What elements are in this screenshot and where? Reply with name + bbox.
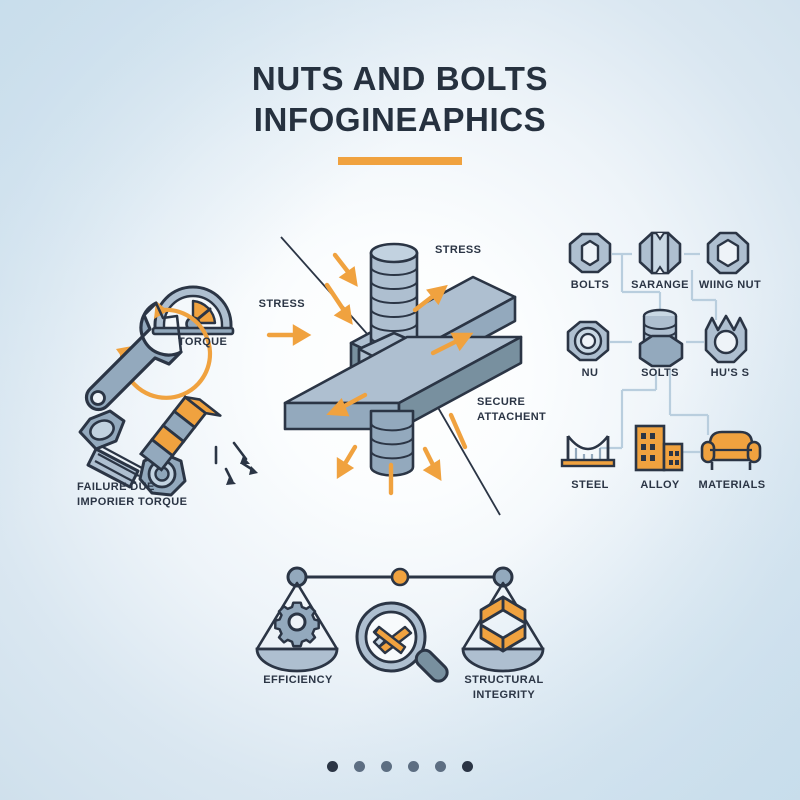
stress-label-right: STRESS — [435, 244, 482, 256]
left-panel: TORQUE FAILURE DUE IMPORIER TORQUE — [60, 225, 290, 525]
bridge-icon — [560, 435, 616, 468]
right-grid-label-nu: NU — [581, 367, 599, 379]
bottom-panel: EFFICIENCY STRUCTURAL INTEGRITY — [255, 545, 555, 725]
bolt-icon — [78, 409, 143, 489]
right-grid-label-materials: MATERIALS — [698, 479, 766, 491]
efficiency-label: EFFICIENCY — [263, 674, 333, 686]
pagination-dot-3[interactable] — [381, 761, 392, 772]
torque-label: TORQUE — [178, 336, 228, 348]
secure-attachment-label: SECURE ATTACHENT — [477, 396, 547, 423]
pagination-dots[interactable] — [0, 761, 800, 772]
building-icon — [634, 424, 684, 472]
hexagon-cube-icon — [479, 595, 527, 653]
title-line-2: INFOGINEAPHICS — [253, 101, 547, 139]
break-arrows-icon — [214, 441, 258, 485]
right-panel-illustration — [560, 231, 762, 472]
right-grid-label-solts: SOLTS — [641, 367, 679, 379]
lock-nut-icon — [566, 320, 610, 362]
right-grid-label-hus-s: HU'S S — [710, 367, 750, 379]
scale-pan-left — [255, 581, 339, 673]
wing-nut-icon — [706, 231, 750, 275]
carriage-bolt-icon — [638, 231, 682, 275]
bolt-lower-shaft — [369, 409, 415, 477]
page-title: NUTS AND BOLTS INFOGINEAPHICS — [0, 58, 800, 165]
center-panel: STRESS STRESS SECURE ATTACHENT — [255, 225, 555, 525]
title-underline-bar — [338, 156, 462, 165]
right-grid-label-bolts: BOLTS — [570, 279, 610, 291]
right-grid-label-sarange: SARANGE — [631, 279, 689, 291]
armchair-icon — [700, 430, 762, 470]
right-panel: BOLTS SARANGE WIING NUT NU SOLTS HU'S S … — [560, 230, 765, 500]
hex-nut-icon — [568, 232, 612, 274]
connector-lines — [600, 252, 718, 454]
pagination-dot-4[interactable] — [408, 761, 419, 772]
bolt-upper-shaft — [369, 242, 419, 362]
stress-arrow-icon — [266, 252, 474, 496]
balance-scale-icon — [255, 566, 545, 683]
stress-label-left: STRESS — [258, 298, 305, 310]
structural-integrity-label: STRUCTURAL INTEGRITY — [464, 674, 544, 701]
left-panel-illustration — [78, 285, 258, 497]
right-grid-label-steel: STEEL — [571, 479, 609, 491]
threaded-bolt-icon — [638, 308, 684, 368]
castle-nut-icon — [704, 314, 748, 364]
pagination-dot-1[interactable] — [327, 761, 338, 772]
title-line-1: NUTS AND BOLTS — [251, 60, 549, 97]
right-grid-label-alloy: ALLOY — [640, 479, 680, 491]
pagination-dot-2[interactable] — [354, 761, 365, 772]
bolt-beam-assembly-icon — [266, 236, 523, 516]
striped-shank-icon — [138, 395, 222, 472]
right-grid-label-wiing-nut: WIING NUT — [698, 279, 762, 291]
pagination-dot-5[interactable] — [435, 761, 446, 772]
magnifying-glass-icon — [355, 601, 449, 683]
wrench-icon — [84, 301, 183, 412]
gear-icon — [274, 601, 320, 648]
pagination-dot-6[interactable] — [462, 761, 473, 772]
failure-label: FAILURE DUE IMPORIER TORQUE — [77, 481, 188, 508]
